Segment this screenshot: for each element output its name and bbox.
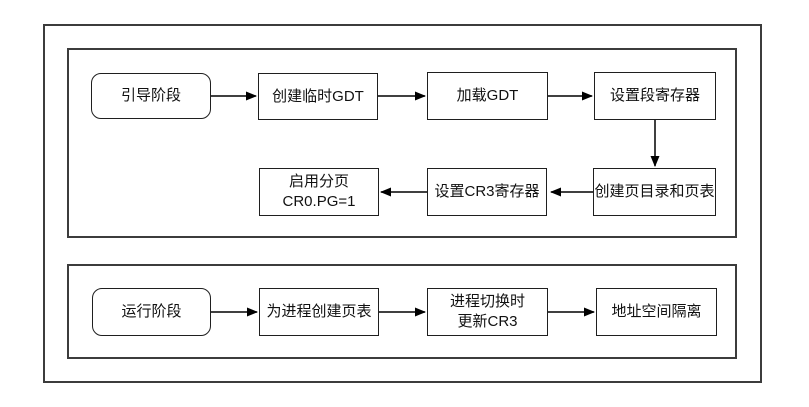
node-load-gdt-label: 加载GDT (456, 87, 519, 104)
node-process-switch-line2: 更新CR3 (457, 313, 518, 330)
node-address-space-isolation-label: 地址空间隔离 (611, 303, 702, 320)
node-create-temp-gdt-label: 创建临时GDT (272, 87, 364, 105)
node-create-temp-gdt: 创建临时GDT (258, 73, 378, 120)
node-process-switch-line1: 进程切换时 (449, 293, 525, 310)
node-load-gdt: 加载GDT (427, 72, 548, 120)
node-create-process-page-table: 为进程创建页表 (259, 288, 379, 336)
node-create-page-directory-label: 创建页目录和页表 (594, 183, 715, 200)
node-create-process-page-table-label: 为进程创建页表 (266, 303, 372, 320)
node-enable-paging-line2: CR0.PG=1 (282, 193, 356, 210)
node-enable-paging: 启用分页 CR0.PG=1 (259, 168, 379, 216)
node-runtime-phase: 运行阶段 (92, 288, 211, 336)
node-set-cr3-label: 设置CR3寄存器 (434, 183, 540, 200)
node-process-switch-update-cr3: 进程切换时 更新CR3 (427, 288, 548, 336)
node-boot-phase: 引导阶段 (91, 73, 211, 119)
node-boot-phase-label: 引导阶段 (120, 87, 181, 104)
node-set-cr3: 设置CR3寄存器 (427, 168, 547, 216)
node-enable-paging-line1: 启用分页 (288, 173, 349, 190)
node-address-space-isolation: 地址空间隔离 (596, 288, 717, 336)
node-set-segment-registers: 设置段寄存器 (594, 72, 716, 120)
node-runtime-phase-label: 运行阶段 (121, 303, 182, 320)
node-set-segment-registers-label: 设置段寄存器 (609, 87, 700, 104)
node-create-page-directory: 创建页目录和页表 (593, 168, 716, 216)
